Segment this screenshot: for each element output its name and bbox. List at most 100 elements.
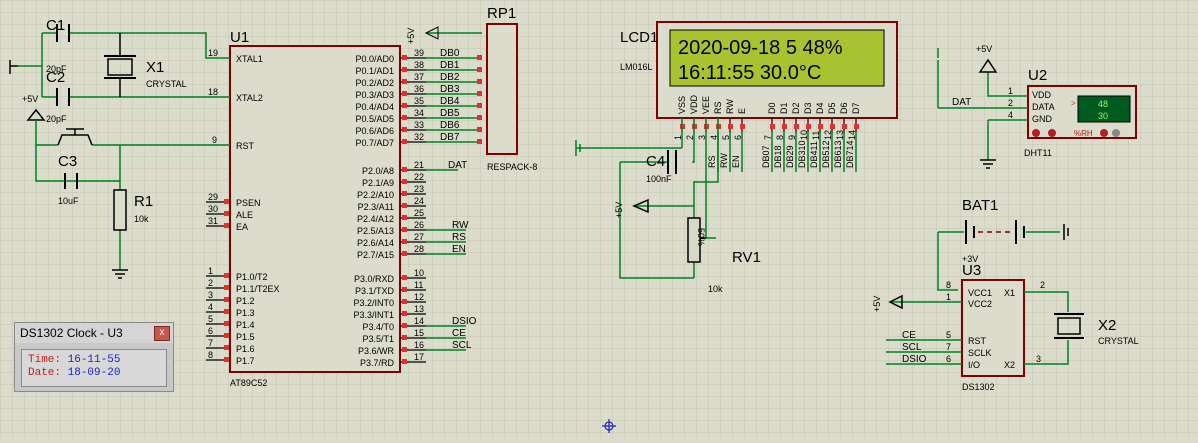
- contrast-circuit[interactable]: C4 100nF +5V 50% RV1 10k: [575, 118, 761, 294]
- u1-pin-marker: [402, 139, 407, 144]
- x1-part: CRYSTAL: [146, 79, 187, 89]
- u1-left-pin-num: 30: [208, 204, 218, 214]
- clock-window-title[interactable]: DS1302 Clock - U3: [15, 323, 173, 343]
- vcc-label-left: +5V: [22, 94, 38, 104]
- u1-left-pin-num: 5: [208, 314, 213, 324]
- u1-pin-marker: [402, 103, 407, 108]
- u1-left-pin-name: P1.4: [236, 320, 255, 330]
- net-label-scl: SCL: [452, 340, 472, 351]
- x1-plates: [104, 55, 136, 79]
- lcd-pin-name: D6: [839, 102, 849, 114]
- net-label-en: EN: [452, 244, 466, 255]
- clock-readout: Time: 16-11-55 Date: 18-09-20: [21, 349, 167, 387]
- u2-pin-num-2: 2: [1008, 98, 1013, 108]
- u1-right-pin-num: 25: [414, 208, 424, 218]
- bat1-wires: [937, 231, 1060, 291]
- u3-pin-num-2: 2: [1040, 280, 1045, 290]
- lcd-bus-label: DB310: [797, 140, 807, 168]
- u1-left-pin-name: XTAL1: [236, 54, 263, 64]
- reset-button: [57, 128, 93, 146]
- lcd-bus-label: RS: [707, 155, 717, 168]
- c1-ref: C1: [46, 17, 65, 34]
- lcd-pin-num: 9: [787, 135, 797, 140]
- reset-wires: [35, 120, 230, 270]
- lcd-pin-num: 13: [835, 130, 845, 140]
- x2-part: CRYSTAL: [1098, 336, 1139, 346]
- u1-right-pin-num: 26: [414, 220, 424, 230]
- lcd-pin-num: 14: [847, 130, 857, 140]
- u3-pin-x1: X1: [1004, 288, 1015, 298]
- u1-right-pin-name: P3.0/RXD: [354, 274, 395, 284]
- lcd-bus-label: DB29: [785, 145, 795, 168]
- u1-pin-marker: [402, 323, 407, 328]
- u2-hum-down[interactable]: [1100, 129, 1108, 137]
- rv1-ref: RV1: [732, 249, 761, 266]
- u1-right-pin-name: P3.1/TXD: [355, 286, 395, 296]
- u2-dht11[interactable]: U2 DHT11 VDD DATA GND 1 2 4 48 30 > %RH …: [937, 44, 1137, 169]
- u3-body: [961, 279, 1025, 377]
- u2-hum-up[interactable]: [1112, 129, 1120, 137]
- lcd-bus-label: DB07: [761, 145, 771, 168]
- rp1-pin-marker: [477, 139, 482, 144]
- u2-pin-data: DATA: [1032, 102, 1055, 112]
- db-net-label: DB1: [440, 60, 460, 71]
- u3-pin-io: I/O: [968, 360, 980, 370]
- rp1-pin-marker: [477, 127, 482, 132]
- u2-wires: [937, 48, 1028, 160]
- u1-at89c52[interactable]: U1 AT89C52 XTAL1XTAL2RST29PSEN30ALE31EA1…: [206, 29, 477, 388]
- lcd-screen: [669, 29, 885, 87]
- rp1-ref: RP1: [487, 5, 516, 22]
- u1-pin-marker: [402, 115, 407, 120]
- u1-right-pin-name: P2.0/A8: [362, 166, 394, 176]
- osc-wires: [18, 32, 230, 98]
- bat1[interactable]: BAT1 +3V: [937, 197, 1069, 291]
- u1-right-pin-num: 13: [414, 304, 424, 314]
- c4-plates: [667, 150, 677, 174]
- u1-right-pin-num: 24: [414, 196, 424, 206]
- rv1-value: 10k: [708, 284, 723, 294]
- u2-pin-num-4: 4: [1008, 110, 1013, 120]
- r1-ref: R1: [134, 193, 153, 210]
- rv1-body: [687, 217, 701, 263]
- lcd-pin-num: 3: [697, 135, 707, 140]
- u2-gt-mark: >: [1071, 99, 1076, 108]
- db-net-label: DB7: [440, 132, 460, 143]
- u2-net-dat: DAT: [952, 97, 971, 108]
- u1-right-pin-name: P3.3/INT1: [353, 310, 394, 320]
- lcd1-lm016l[interactable]: 2020-09-18 5 48% 16:11:55 30.0°C LCD1 LM…: [620, 21, 898, 172]
- db-net-label: DB5: [440, 108, 460, 119]
- lcd-pin-marker: [830, 124, 835, 129]
- u1-right-pin-name: P0.4/AD4: [355, 102, 394, 112]
- vcc-arrow-u3: [888, 294, 903, 310]
- ds1302-clock-window[interactable]: DS1302 Clock - U3 x Time: 16-11-55 Date:…: [14, 322, 174, 392]
- close-icon[interactable]: x: [154, 326, 170, 341]
- rp1-body: [486, 23, 518, 155]
- u2-temp-up[interactable]: [1048, 129, 1056, 137]
- u1-left-pin-name: XTAL2: [236, 93, 263, 103]
- lcd-pin-name: RS: [713, 101, 723, 114]
- lcd-pin-marker: [842, 124, 847, 129]
- u2-temp-down[interactable]: [1032, 129, 1040, 137]
- u1-left-pin-name: RST: [236, 141, 255, 151]
- u2-hum: 48: [1098, 99, 1108, 109]
- rp1-respack[interactable]: RP1 RESPACK-8 +5V DB0DB1DB2DB3DB4DB5DB6D…: [406, 5, 537, 172]
- u2-pin-num-1: 1: [1008, 86, 1013, 96]
- lcd-pin-num: 7: [763, 135, 773, 140]
- u3-ds1302[interactable]: U3 DS1302 VCC1 VCC2 X1 RST SCLK I/O X2 8…: [872, 262, 1139, 392]
- u1-right-pins: 39P0.0/AD038P0.1/AD137P0.2/AD236P0.3/AD3…: [353, 48, 476, 368]
- oscillator-circuit[interactable]: C1 20pF C2 20pF X1 CRYSTAL 19 18: [9, 17, 230, 124]
- lcd-pin-marker: [854, 124, 859, 129]
- rp1-pin-marker: [477, 115, 482, 120]
- gnd-symbol-bat: [1063, 224, 1069, 240]
- u1-right-pin-name: P3.7/RD: [360, 358, 395, 368]
- u3-part: DS1302: [962, 382, 995, 392]
- u1-right-pin-name: P3.2/INT0: [353, 298, 394, 308]
- u1-right-pin-name: P0.1/AD1: [355, 66, 394, 76]
- u1-right-pin-num: 21: [414, 160, 424, 170]
- u3-ref: U3: [962, 262, 981, 279]
- u1-pin-marker: [224, 285, 229, 290]
- u3-pin-vcc1: VCC1: [968, 288, 992, 298]
- contrast-wires: [575, 118, 719, 279]
- reset-circuit[interactable]: +5V C3 10uF R1 10k 9: [22, 94, 230, 279]
